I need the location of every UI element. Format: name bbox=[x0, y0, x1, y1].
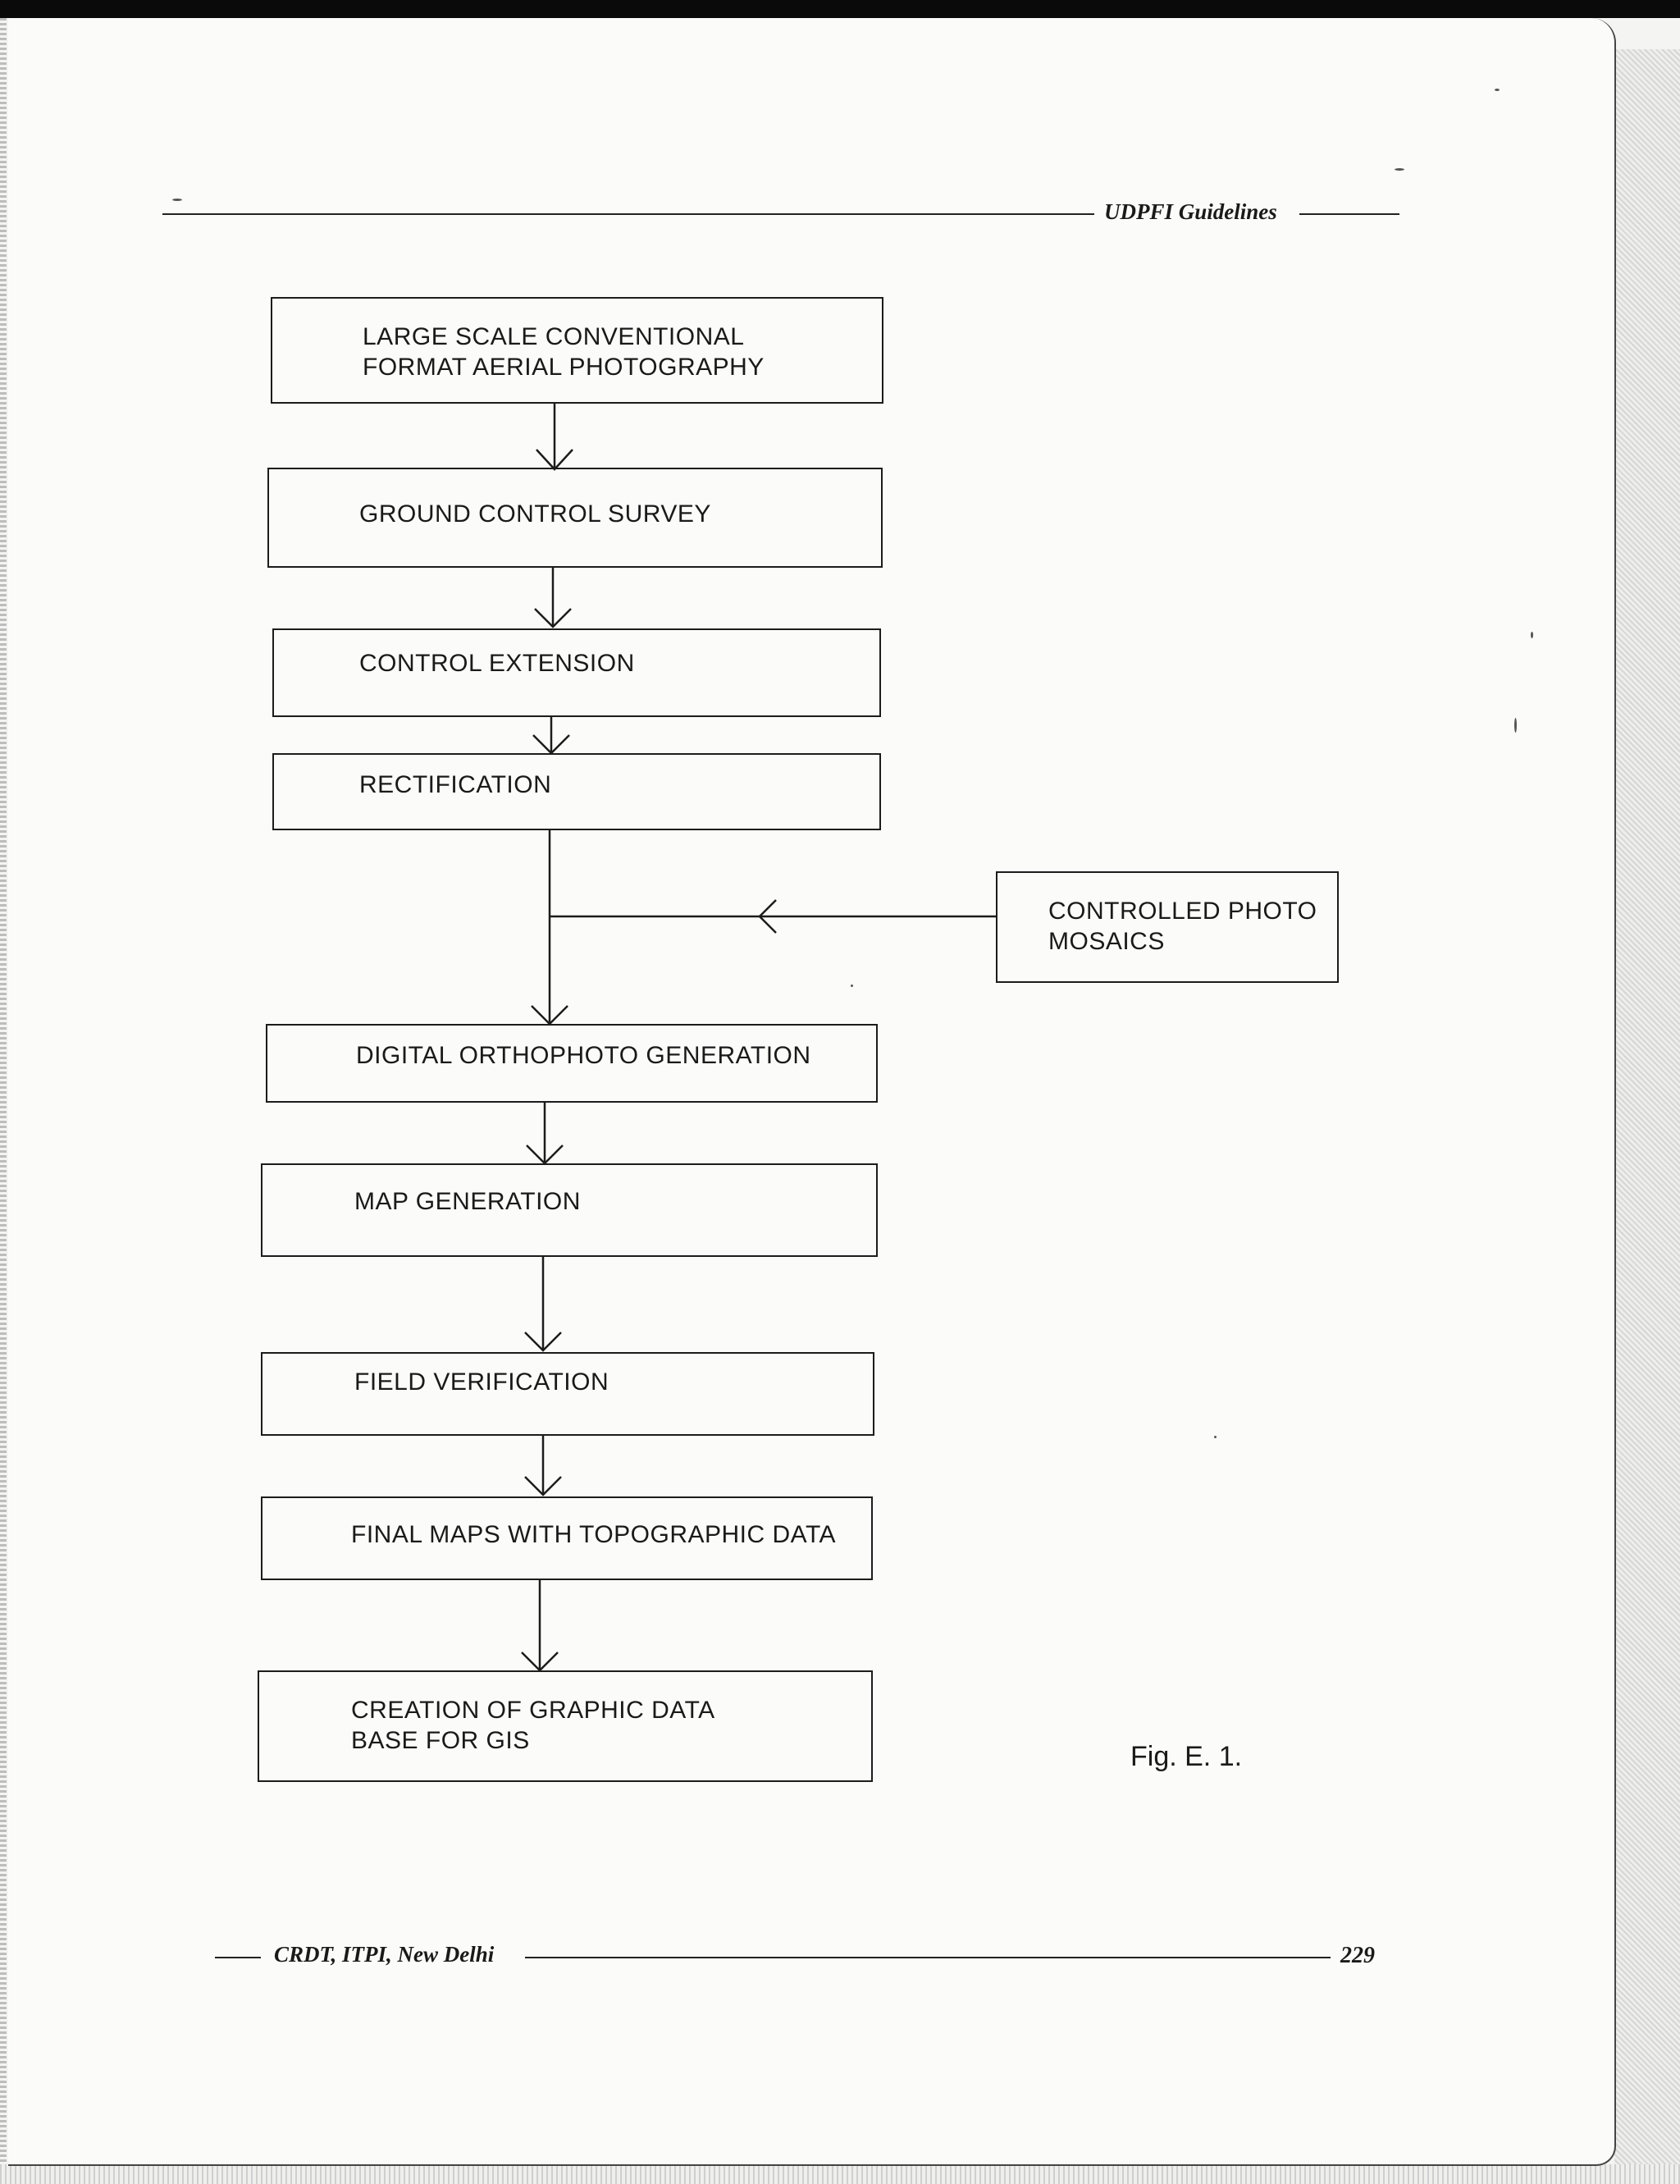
flow-step-label: MAP GENERATION bbox=[354, 1188, 581, 1215]
scan-speck bbox=[851, 985, 853, 987]
scan-speck bbox=[1214, 1436, 1217, 1438]
scan-top-border bbox=[0, 0, 1680, 18]
flow-step-orthophoto-generation: DIGITAL ORTHOPHOTO GENERATION bbox=[266, 1024, 878, 1103]
scan-bottom-texture bbox=[0, 2164, 1680, 2184]
flow-step-control-extension: CONTROL EXTENSION bbox=[272, 628, 881, 717]
scan-left-border bbox=[0, 18, 7, 2168]
flow-step-label: RECTIFICATION bbox=[359, 771, 552, 798]
flow-step-rectification: RECTIFICATION bbox=[272, 753, 881, 830]
header-rule-right bbox=[1299, 213, 1399, 215]
arrowhead-1 bbox=[536, 449, 573, 471]
arrowhead-7 bbox=[524, 1476, 562, 1496]
scan-speck bbox=[172, 199, 182, 201]
page-number: 229 bbox=[1340, 1943, 1375, 1968]
flow-step-label: FINAL MAPS WITH TOPOGRAPHIC DATA bbox=[351, 1521, 837, 1548]
running-title: UDPFI Guidelines bbox=[1104, 199, 1277, 224]
scan-speck bbox=[1531, 632, 1533, 638]
scan-speck bbox=[1495, 89, 1500, 91]
flow-step-label: CONTROL EXTENSION bbox=[359, 650, 635, 677]
flow-side-input-photo-mosaics: CONTROLLED PHOTO MOSAICS bbox=[996, 871, 1339, 983]
footer-source: CRDT, ITPI, New Delhi bbox=[274, 1942, 495, 1967]
flow-step-label: CREATION OF GRAPHIC DATA BASE FOR GIS bbox=[351, 1697, 715, 1754]
flow-step-label: DIGITAL ORTHOPHOTO GENERATION bbox=[356, 1042, 811, 1069]
flow-step-field-verification: FIELD VERIFICATION bbox=[261, 1352, 874, 1436]
scan-right-texture bbox=[1614, 49, 1680, 2184]
flow-step-label: GROUND CONTROL SURVEY bbox=[359, 500, 711, 528]
footer-rule-right bbox=[525, 1957, 1331, 1958]
side-input-label: CONTROLLED PHOTO MOSAICS bbox=[1048, 898, 1317, 955]
arrowhead-2 bbox=[534, 608, 572, 628]
header-rule-left bbox=[162, 213, 1094, 215]
page-sheet bbox=[8, 18, 1616, 2166]
scan-speck bbox=[1395, 168, 1404, 171]
flow-step-label: LARGE SCALE CONVENTIONAL FORMAT AERIAL P… bbox=[363, 323, 765, 381]
flow-step-final-maps: FINAL MAPS WITH TOPOGRAPHIC DATA bbox=[261, 1496, 873, 1580]
flow-step-map-generation: MAP GENERATION bbox=[261, 1163, 878, 1257]
scan-speck bbox=[1514, 718, 1517, 733]
flow-step-aerial-photography: LARGE SCALE CONVENTIONAL FORMAT AERIAL P… bbox=[271, 297, 883, 404]
figure-caption: Fig. E. 1. bbox=[1130, 1741, 1243, 1772]
arrowhead-side-input bbox=[758, 899, 777, 934]
footer-rule-left bbox=[215, 1957, 261, 1958]
flow-step-label: FIELD VERIFICATION bbox=[354, 1368, 609, 1396]
arrowhead-6 bbox=[524, 1332, 562, 1352]
flow-step-gis-database: CREATION OF GRAPHIC DATA BASE FOR GIS bbox=[258, 1670, 873, 1782]
flow-step-ground-control-survey: GROUND CONTROL SURVEY bbox=[267, 468, 883, 568]
